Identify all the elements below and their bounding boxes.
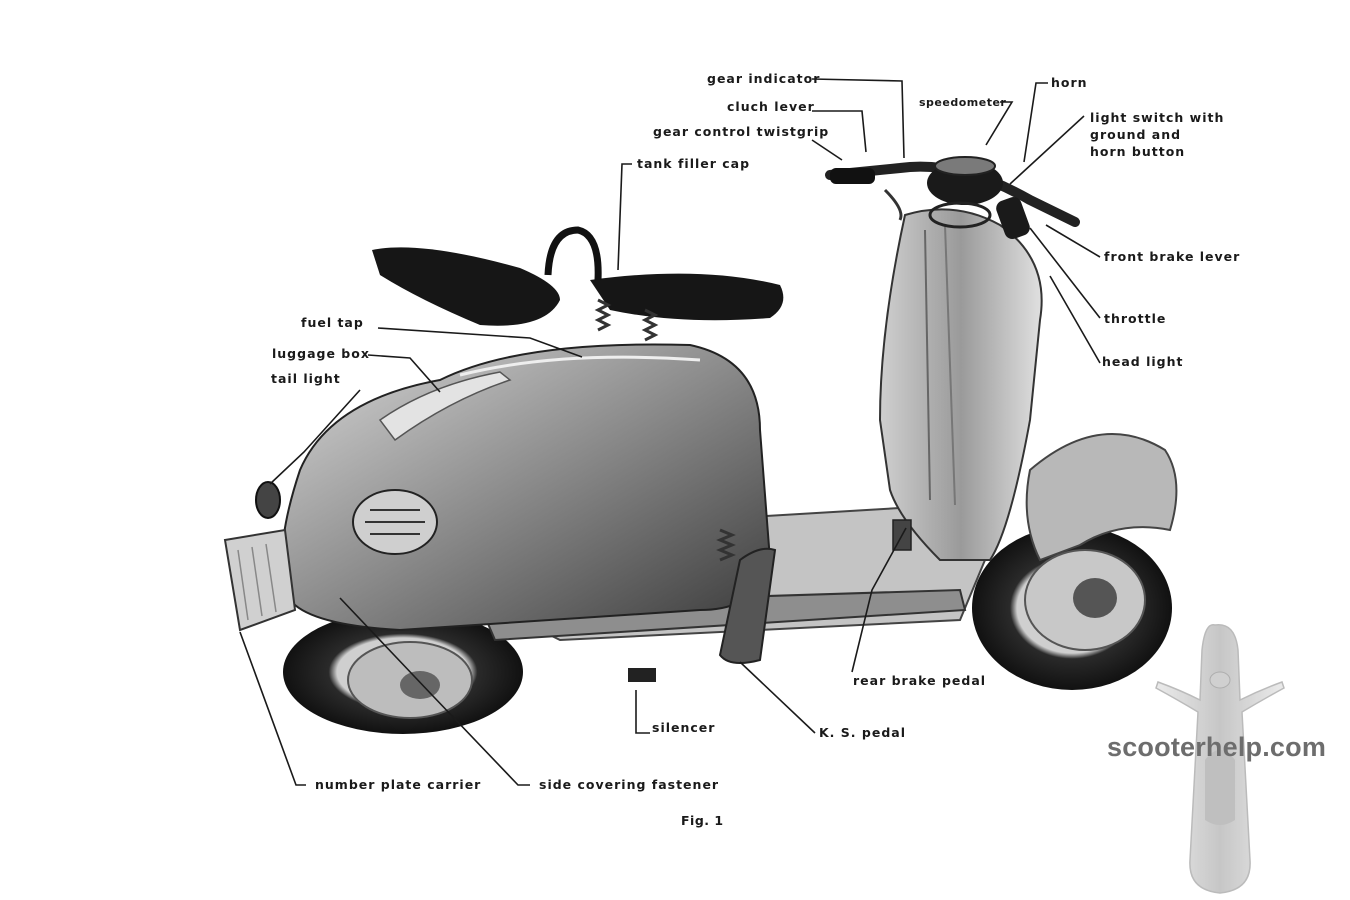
label-tank-filler-cap: tank filler cap bbox=[637, 156, 751, 171]
leg-shield bbox=[878, 208, 1043, 561]
label-side-covering-fastener: side covering fastener bbox=[539, 777, 720, 792]
luggage-box-lid bbox=[378, 371, 512, 442]
label-cluch-lever: cluch lever bbox=[727, 99, 815, 114]
tail-light-lamp bbox=[255, 481, 281, 519]
seat-springs bbox=[594, 298, 736, 562]
rear-wheel bbox=[283, 610, 523, 734]
leader-lines bbox=[239, 78, 1101, 786]
label-tail-light: tail light bbox=[271, 371, 341, 386]
label-speedometer: speedometer bbox=[919, 96, 1007, 109]
label-luggage-box: luggage box bbox=[272, 346, 370, 361]
label-throttle: throttle bbox=[1104, 311, 1167, 326]
label-horn: horn bbox=[1051, 75, 1088, 90]
front-fender bbox=[1025, 433, 1178, 562]
grab-handle bbox=[544, 226, 602, 281]
label-front-brake-lever: front brake lever bbox=[1104, 249, 1241, 264]
label-head-light: head light bbox=[1102, 354, 1184, 369]
ks-pedal-shape bbox=[718, 547, 777, 665]
label-rear-brake-pedal: rear brake pedal bbox=[853, 673, 987, 688]
figure-caption: Fig. 1 bbox=[681, 813, 724, 828]
handlebar bbox=[825, 156, 1080, 239]
number-plate bbox=[223, 528, 297, 632]
label-fuel-tap: fuel tap bbox=[301, 315, 364, 330]
watermark-text: scooterhelp.com bbox=[1107, 732, 1327, 762]
label-light-switch-line2: ground and bbox=[1090, 127, 1182, 142]
front-wheel bbox=[972, 526, 1172, 690]
silencer-shape bbox=[628, 668, 656, 682]
label-light-switch-line1: light switch with bbox=[1090, 110, 1225, 125]
label-number-plate-carrier: number plate carrier bbox=[315, 777, 482, 792]
label-gear-indicator: gear indicator bbox=[707, 71, 821, 86]
rear-seat bbox=[372, 247, 560, 326]
watermark-scooter-icon bbox=[1155, 623, 1285, 894]
label-gear-control-twistgrip: gear control twistgrip bbox=[653, 124, 830, 139]
front-seat bbox=[590, 273, 784, 321]
label-ks-pedal: K. S. pedal bbox=[819, 725, 906, 740]
label-light-switch-line3: horn button bbox=[1090, 144, 1186, 159]
label-silencer: silencer bbox=[652, 720, 716, 735]
rear-body bbox=[281, 343, 772, 632]
